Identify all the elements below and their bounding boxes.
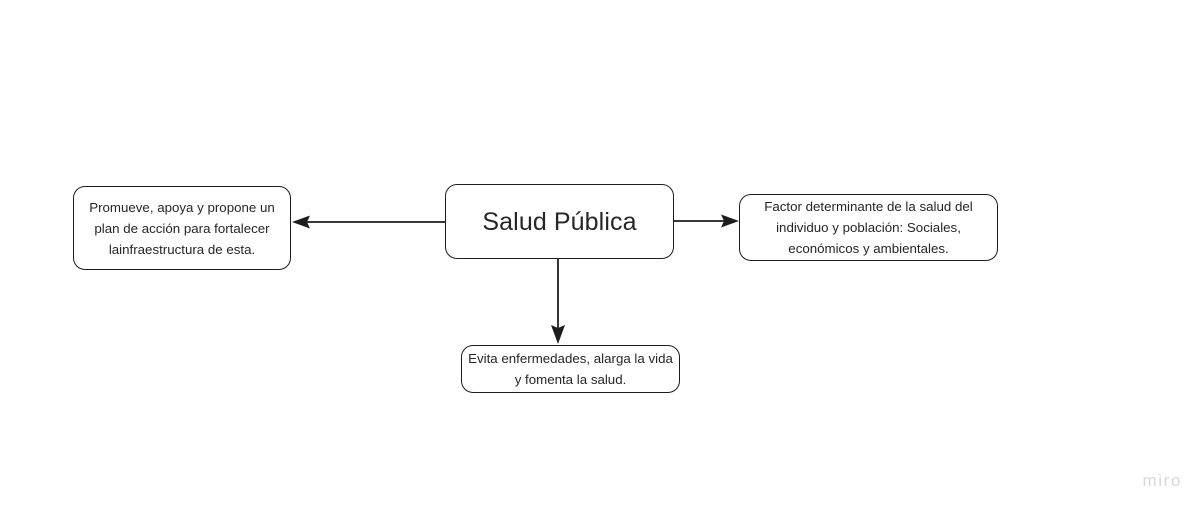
node-central-label: Salud Pública — [482, 207, 637, 236]
connector-central-to-right — [674, 214, 739, 228]
node-central-salud-publica[interactable]: Salud Pública — [445, 184, 674, 259]
node-branch-evita-enfermedades[interactable]: Evita enfermedades, alarga la vida y fom… — [461, 345, 680, 393]
miro-watermark: miro — [1142, 471, 1182, 490]
connector-central-to-bottom — [551, 259, 565, 344]
connector-central-to-left — [292, 215, 445, 229]
arrow-down-icon — [551, 325, 565, 344]
node-branch-promueve-label: Promueve, apoya y propone un plan de acc… — [89, 199, 275, 257]
node-branch-factor-determinante[interactable]: Factor determinante de la salud del indi… — [739, 194, 998, 261]
arrow-right-icon — [721, 214, 739, 228]
node-branch-factor-determinante-label: Factor determinante de la salud del indi… — [764, 199, 973, 256]
arrow-left-icon — [292, 215, 310, 229]
node-branch-evita-enfermedades-label: Evita enfermedades, alarga la vida y fom… — [468, 351, 673, 387]
node-branch-promueve[interactable]: Promueve, apoya y propone un plan de acc… — [73, 186, 291, 270]
